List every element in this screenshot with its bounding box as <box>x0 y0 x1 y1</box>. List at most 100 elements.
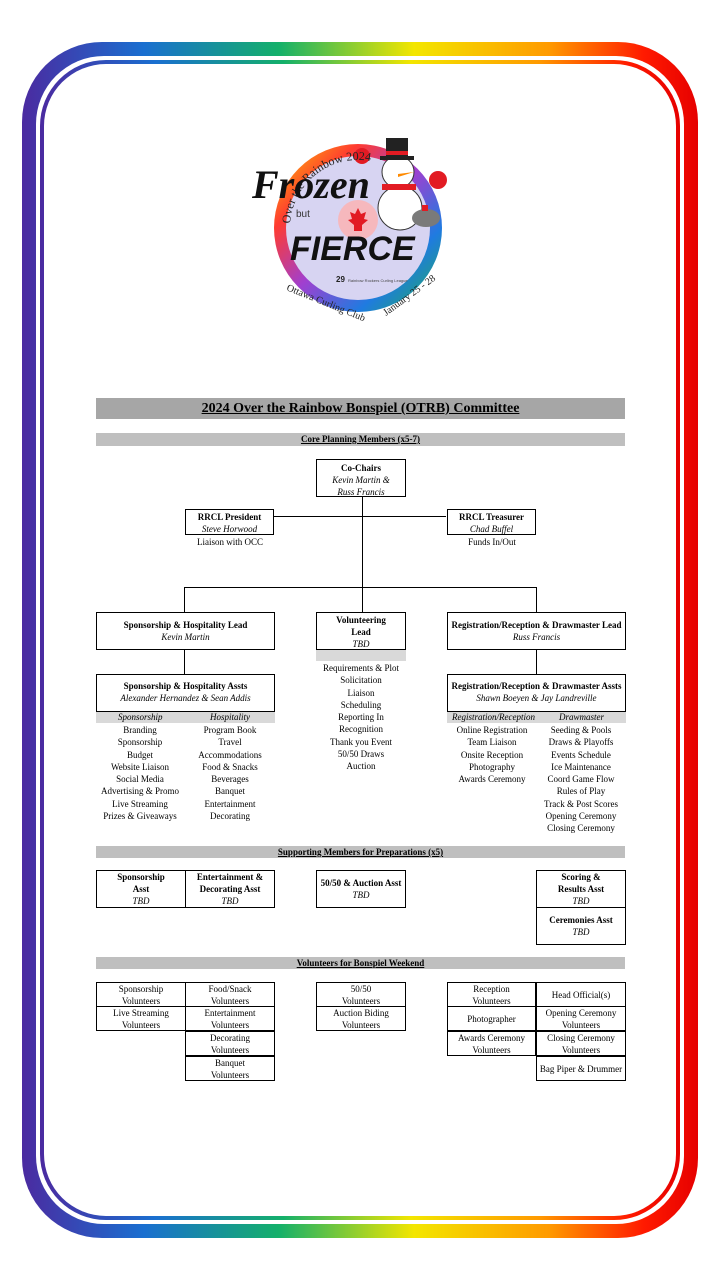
volunteering-lead-box: Volunteering Lead TBD <box>316 612 406 650</box>
logo-word-frozen: Frozen <box>251 162 370 207</box>
registration-duty-item: Photography <box>469 761 515 772</box>
logo-word-but: but <box>296 209 310 220</box>
drawmaster-duty-item: Rules of Play <box>556 786 606 797</box>
registration-duty-item: Awards Ceremony <box>458 774 526 785</box>
logo-badge-text: Rainbow Rockers Curling League <box>348 278 408 283</box>
hospitality-column-heading: Hospitality <box>210 712 250 722</box>
registration-assts-title: Registration/Reception & Drawmaster Asst… <box>451 681 622 691</box>
entertainment-asst-title: Entertainment & <box>196 872 264 882</box>
sponsorship-duty-item: Budget <box>127 749 153 760</box>
president-note: Liaison with OCC <box>196 537 263 547</box>
volunteer-cell-text: Volunteers <box>472 1044 511 1055</box>
hospitality-duty-item: Beverages <box>211 774 249 785</box>
logo-word-fierce: FIERCE <box>290 230 416 268</box>
volunteer-cell-text: Entertainment <box>204 1007 256 1018</box>
registration-duty-item: Team Liaison <box>467 737 517 748</box>
entertainment-asst-box: Entertainment & Decorating Asst TBD <box>185 870 275 908</box>
scoring-asst-title-2: Results Asst <box>557 884 605 894</box>
drawmaster-duty-item: Draws & Playoffs <box>548 737 614 748</box>
volunteering-duty-item: Liaison <box>347 687 375 698</box>
drawmaster-duty-item: Closing Ceremony <box>547 823 615 834</box>
connector-line <box>184 587 536 588</box>
volunteer-cell-text: Volunteers <box>561 1019 601 1030</box>
sponsorship-duty-item: Social Media <box>116 774 164 785</box>
connector-line <box>274 516 446 517</box>
co-chairs-box: Co-Chairs Kevin Martin & Russ Francis <box>316 459 406 497</box>
volunteer-cell-text: Volunteers <box>561 1044 601 1055</box>
volunteering-lead-title: Volunteering <box>336 615 386 625</box>
volunteer-cell-text: 50/50 <box>350 983 372 994</box>
volunteering-duty-item: 50/50 Draws <box>337 749 385 760</box>
president-title: RRCL President <box>197 512 262 522</box>
volunteer-cell-text: Sponsorship <box>118 983 164 994</box>
co-chairs-title: Co-Chairs <box>341 463 381 473</box>
hospitality-duty-item: Entertainment <box>204 798 256 809</box>
drawmaster-duty-item: Track & Post Scores <box>544 798 618 809</box>
volunteering-duty-item: Solicitation <box>340 675 382 686</box>
connector-line <box>362 496 363 588</box>
scoring-asst-box: Scoring & Results Asst TBD <box>536 870 626 908</box>
auction-asst-box: 50/50 & Auction Asst TBD <box>316 870 406 908</box>
auction-asst-name: TBD <box>352 890 370 900</box>
volunteer-cell-text: Volunteers <box>121 995 161 1006</box>
volunteer-cell-text: Reception <box>473 983 510 994</box>
volunteering-lead-title-2: Lead <box>351 627 371 637</box>
hospitality-duty-item: Banquet <box>215 786 245 797</box>
volunteer-cell-text: Decorating <box>210 1032 250 1043</box>
registration-assts-names: Shawn Boeyen & Jay Landreville <box>476 693 597 703</box>
core-planning-bar: Core Planning Members (x5-7) <box>96 433 625 446</box>
volunteer-cell-text: Auction Biding <box>333 1007 389 1018</box>
sponsorship-asst-name: TBD <box>132 896 150 906</box>
volunteer-cell-text: Head Official(s) <box>551 989 611 1000</box>
sponsorship-duty-item: Branding <box>123 725 157 735</box>
volunteering-duty-item: Recognition <box>339 724 383 735</box>
volunteer-cell-text: Volunteers <box>121 1019 161 1030</box>
president-box: RRCL President Steve Horwood <box>185 509 274 535</box>
sponsorship-assts-box: Sponsorship & Hospitality Assts Alexande… <box>96 674 275 712</box>
volunteer-cell-text: Closing Ceremony <box>547 1032 615 1043</box>
co-chairs-names-2: Russ Francis <box>337 487 385 497</box>
registration-assts-box: Registration/Reception & Drawmaster Asst… <box>447 674 626 712</box>
sponsorship-column-heading: Sponsorship <box>118 712 163 722</box>
drawmaster-duty-item: Seeding & Pools <box>550 725 612 735</box>
volunteering-lead-name: TBD <box>352 639 370 649</box>
registration-duty-item: Onsite Reception <box>460 749 524 760</box>
page-title: 2024 Over the Rainbow Bonspiel (OTRB) Co… <box>96 398 625 419</box>
connector-line <box>362 587 363 613</box>
drawmaster-duty-item: Events Schedule <box>551 749 611 760</box>
treasurer-box: RRCL Treasurer Chad Buffel <box>447 509 536 535</box>
drawmaster-duty-item: Ice Maintenance <box>551 761 611 772</box>
supporting-members-bar: Supporting Members for Preparations (x5) <box>96 846 625 858</box>
treasurer-note: Funds In/Out <box>468 537 516 547</box>
volunteer-cell-text: Opening Ceremony <box>545 1007 617 1018</box>
volunteer-cell-text: Volunteers <box>472 995 511 1006</box>
registration-assts-subheader: Registration/Reception Drawmaster <box>447 712 626 723</box>
volunteering-duty-item: Thank you Event <box>330 736 392 747</box>
sponsorship-assts-subheader: Sponsorship Hospitality <box>96 712 275 723</box>
volunteer-cell-text: Bag Piper & Drummer <box>539 1063 623 1074</box>
volunteers-bar: Volunteers for Bonspiel Weekend <box>96 957 625 969</box>
volunteer-cell-text: Food/Snack <box>208 983 252 994</box>
auction-asst-title: 50/50 & Auction Asst <box>320 878 402 888</box>
volunteering-subheader <box>316 650 406 661</box>
volunteer-cell-text: Volunteers <box>341 1019 381 1030</box>
volunteer-cell-text: Volunteers <box>210 995 250 1006</box>
sponsorship-duty-item: Sponsorship <box>117 737 163 748</box>
president-name: Steve Horwood <box>201 524 258 534</box>
scoring-asst-name: TBD <box>572 896 590 906</box>
volunteer-cell-photographer: Photographer <box>447 1006 536 1031</box>
volunteer-cell-text: Volunteers <box>210 1019 250 1030</box>
sponsorship-lead-title: Sponsorship & Hospitality Lead <box>123 620 248 630</box>
